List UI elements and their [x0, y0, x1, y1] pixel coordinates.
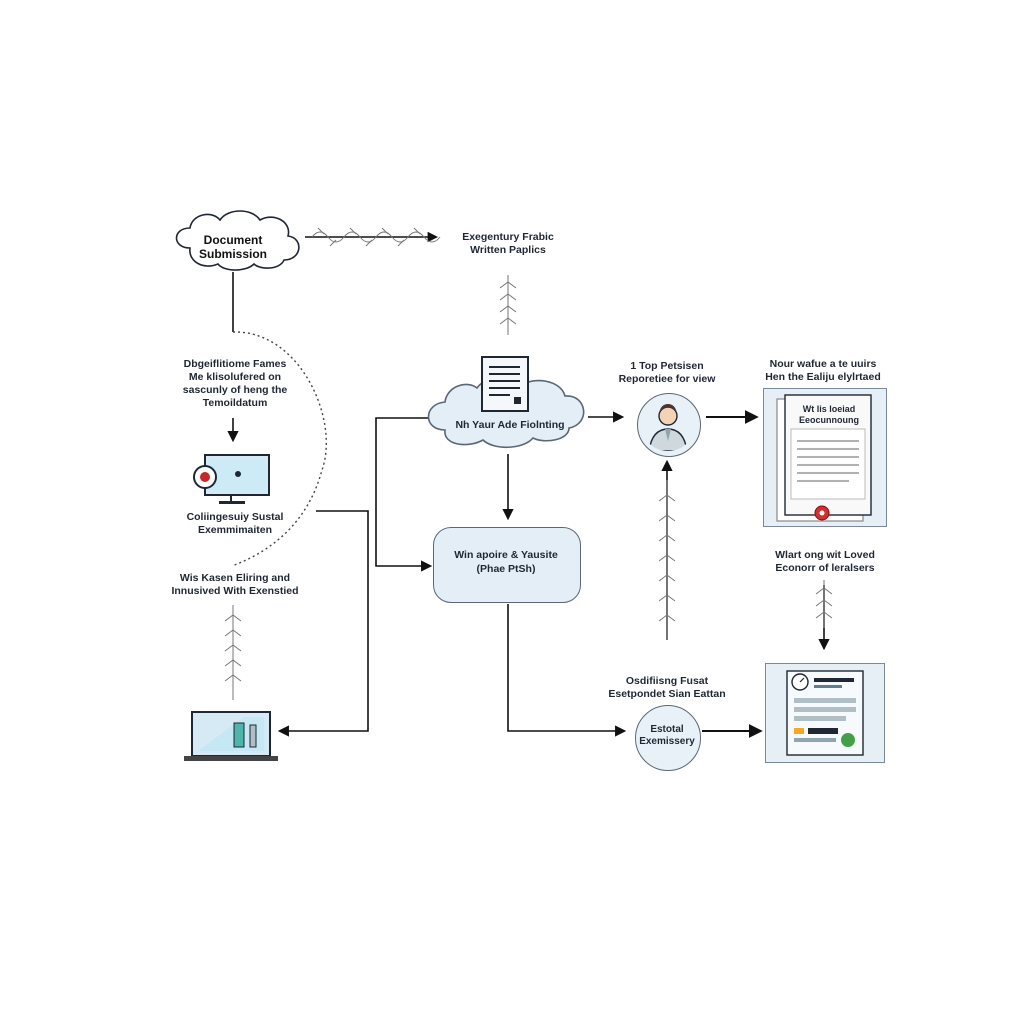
node-label: Document Submission — [198, 233, 267, 261]
person-icon — [641, 397, 695, 451]
bottom-middle-caption: Osdifiisng Fusat Esetpondet Sian Eattan — [608, 675, 726, 700]
certificate-title: Wt lis loeiad Eeocunnoung — [799, 404, 859, 425]
left-notes: Dbgeiflitiome Fames Me klisolufered on s… — [182, 358, 288, 409]
left-bottom-notes: Wis Kasen Eliring and Innusived With Exe… — [171, 572, 299, 597]
person-caption: 1 Top Petsisen Reporetiee for view — [618, 360, 716, 385]
connector-arrow — [507, 604, 627, 737]
cloud-icon — [427, 377, 585, 449]
right-top-caption: Nour wafue a te uuirs Hen the Ealiju ely… — [765, 358, 881, 383]
node-cloud-center: Nh Yaur Ade Fiolnting — [455, 419, 565, 431]
cloud-icon — [175, 210, 300, 271]
node-exemplary-written: Exegentury Frabic Written Paplics — [462, 231, 554, 256]
flourish-horizontal — [311, 227, 441, 247]
computer-icon — [193, 452, 273, 506]
flourish-vertical — [658, 480, 676, 640]
flourish-vertical — [224, 605, 242, 700]
connector-arrow — [277, 510, 369, 737]
dashboard-icon — [786, 670, 864, 756]
rounded-box-label: Win apoire & Yausite (Phae PtSh) — [454, 549, 558, 575]
node-rounded-box — [433, 527, 581, 603]
flourish-vertical — [815, 580, 833, 628]
bottom-circle-node — [635, 705, 701, 771]
node-document-submission: Document Submission — [188, 233, 278, 261]
flourish-vertical — [499, 275, 517, 335]
document-icon — [480, 355, 532, 413]
computer-caption: Coliingesuiy Sustal Exemmimaiten — [186, 511, 284, 536]
bottom-circle-label: Estotal Exemissery — [639, 724, 695, 747]
connector-arrow — [375, 417, 433, 572]
laptop-icon — [184, 709, 278, 763]
certificate-icon — [775, 393, 873, 523]
right-middle-caption: Wlart ong wit Loved Econorr of leralsers — [775, 549, 875, 574]
